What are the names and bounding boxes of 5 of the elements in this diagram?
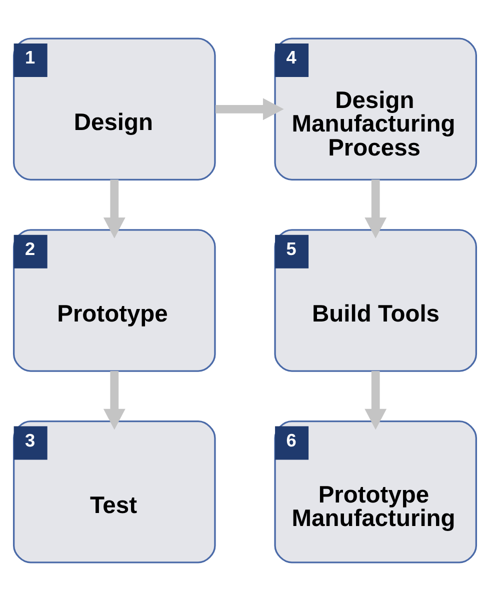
arrow (364, 370, 387, 430)
arrow (364, 179, 387, 238)
arrow (103, 370, 126, 430)
arrow (215, 98, 284, 120)
arrow (103, 179, 126, 238)
